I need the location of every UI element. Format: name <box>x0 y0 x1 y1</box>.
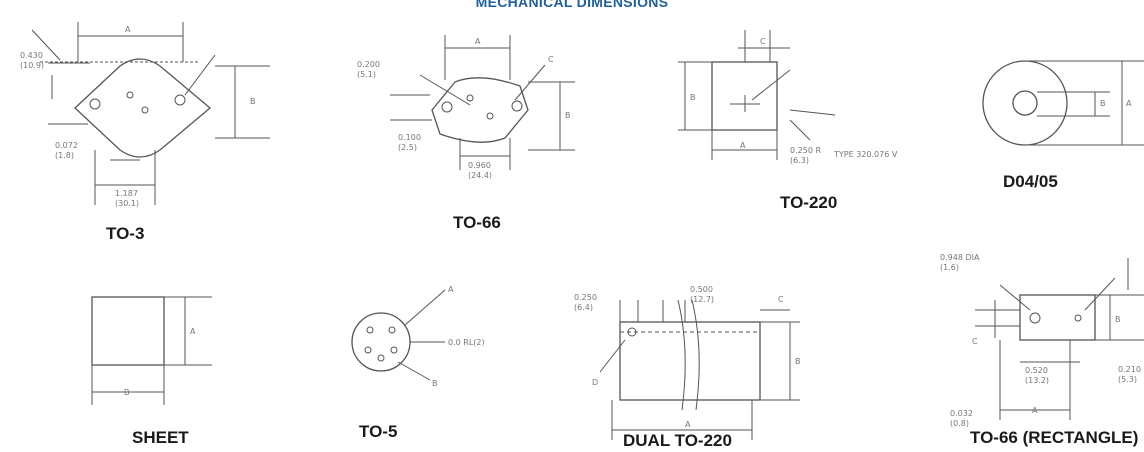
d0405-dim-b: B <box>1100 99 1106 108</box>
to3-dim-b: B <box>250 97 256 106</box>
to66-dim-h1m: (5.1) <box>357 70 376 79</box>
page-title: MECHANICAL DIMENSIONS <box>475 0 669 10</box>
dual-dim-c: C <box>778 295 784 304</box>
to3-dim-a: A <box>125 25 131 34</box>
to66r-dim-s: 0.032 <box>950 409 973 418</box>
dual-dim-b: B <box>795 357 801 366</box>
to66-dim-c: C <box>548 55 554 64</box>
to66r-dim-diam: (1.6) <box>940 263 959 272</box>
to66r-dim-rm: (5.3) <box>1118 375 1137 384</box>
to66-rect-drawing <box>975 258 1144 420</box>
label-to3: TO-3 <box>106 224 145 243</box>
label-to220: TO-220 <box>780 193 838 212</box>
dual-dim-t1: 0.250 <box>574 293 597 302</box>
to3-dim-h2: 0.072 <box>55 141 78 150</box>
to220-note1m: (6.3) <box>790 156 809 165</box>
to3-dim-w: 1.187 <box>115 189 138 198</box>
to66r-dim-dia: 0.948 DIA <box>940 253 980 262</box>
to66-dim-w: 0.960 <box>468 161 491 170</box>
label-dual-to220: DUAL TO-220 <box>623 431 732 450</box>
to66r-dim-wm: (13.2) <box>1025 376 1049 385</box>
label-to5: TO-5 <box>359 422 398 441</box>
to66r-dim-w: 0.520 <box>1025 366 1048 375</box>
sheet-drawing <box>91 296 212 405</box>
to66-drawing <box>390 35 575 170</box>
to220-note1: 0.250 R <box>790 146 821 155</box>
to66-dim-a: A <box>475 37 481 46</box>
to5-dim-b: B <box>432 379 438 388</box>
to66r-dim-a: A <box>1032 406 1038 415</box>
to220-dim-c: C <box>760 37 766 46</box>
to66r-dim-b: B <box>1115 315 1121 324</box>
to66-dim-h2: 0.100 <box>398 133 421 142</box>
to5-note: 0.0 RL(2) <box>448 338 485 347</box>
to66-dim-wm: (24.4) <box>468 171 492 180</box>
to66r-dim-sm: (0.8) <box>950 419 969 428</box>
to3-dim-h1: 0.430 <box>20 51 43 60</box>
to3-dim-h2m: (1.8) <box>55 151 74 160</box>
dual-dim-a: A <box>685 420 691 429</box>
label-to66-rectangle: TO-66 (RECTANGLE) <box>970 428 1139 447</box>
to3-dim-h1m: (10.9) <box>20 61 44 70</box>
dual-dim-t2: 0.500 <box>690 285 713 294</box>
to66r-dim-c: C <box>972 337 978 346</box>
to66r-dim-r: 0.210 <box>1118 365 1141 374</box>
to66-dim-b: B <box>565 111 571 120</box>
label-d0405: D04/05 <box>1003 172 1058 191</box>
to5-drawing <box>351 289 446 381</box>
dual-dim-t2m: (12.7) <box>690 295 714 304</box>
to5-dim-a: A <box>448 285 454 294</box>
to3-drawing <box>31 22 270 205</box>
d0405-dim-a: A <box>1126 99 1132 108</box>
to3-dim-wm: (30.1) <box>115 199 139 208</box>
sheet-dim-b: B <box>124 388 130 397</box>
to66-dim-h2m: (2.5) <box>398 143 417 152</box>
to220-note2: TYPE 320.076 V <box>833 150 898 159</box>
to220-drawing <box>678 30 836 160</box>
to220-dim-a: A <box>740 141 746 150</box>
dual-dim-d: D <box>592 378 598 387</box>
label-to66: TO-66 <box>453 213 501 232</box>
dual-dim-t1m: (6.4) <box>574 303 593 312</box>
label-sheet: SHEET <box>132 428 189 447</box>
to220-dim-b: B <box>690 93 696 102</box>
dual-to220-drawing <box>599 299 800 440</box>
sheet-dim-a: A <box>190 327 196 336</box>
d0405-drawing <box>982 60 1144 146</box>
to66-dim-h1: 0.200 <box>357 60 380 69</box>
